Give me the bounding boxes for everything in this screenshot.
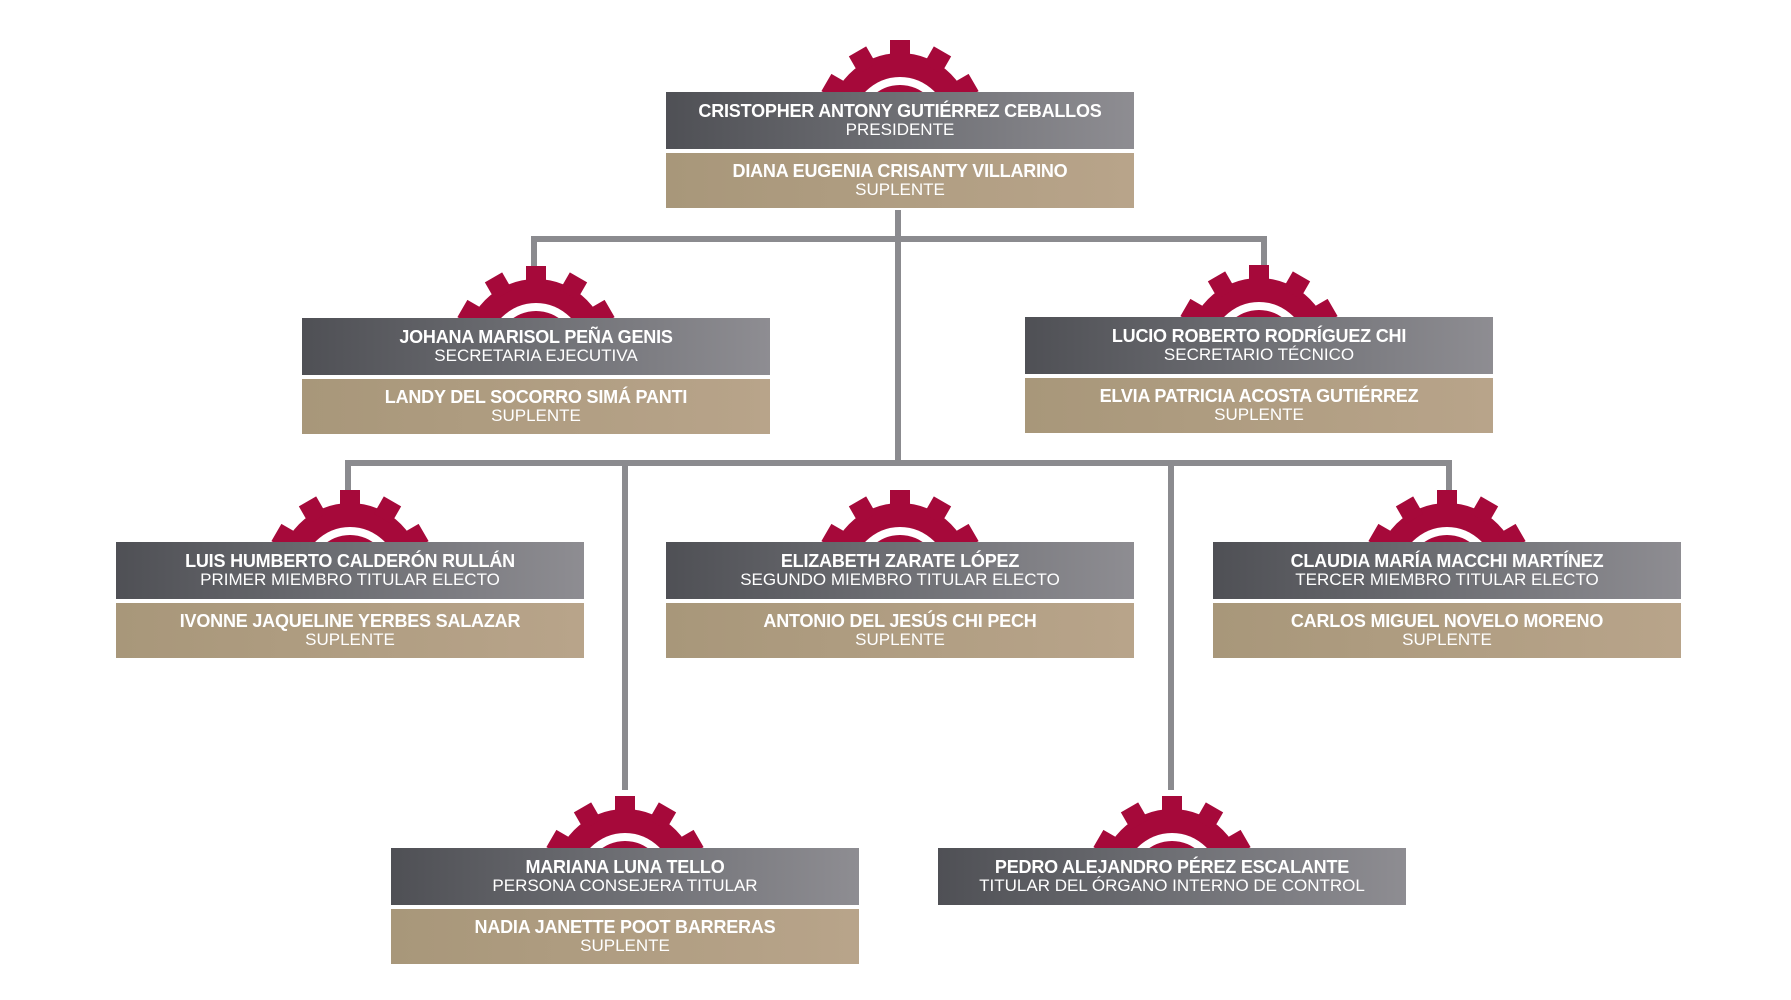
titular-role: SECRETARIO TÉCNICO bbox=[1163, 345, 1355, 364]
alternate-name: IVONNE JAQUELINE YERBES SALAZAR bbox=[179, 611, 521, 631]
alternate-name: CARLOS MIGUEL NOVELO MORENO bbox=[1290, 611, 1604, 631]
connector-line bbox=[345, 460, 1452, 466]
titular-role: TITULAR DEL ÓRGANO INTERNO DE CONTROL bbox=[979, 876, 1365, 895]
connector-line bbox=[345, 460, 351, 490]
titular-name: ELIZABETH ZARATE LÓPEZ bbox=[780, 551, 1020, 571]
alternate-role: SUPLENTE bbox=[1402, 630, 1492, 649]
titular-name: MARIANA LUNA TELLO bbox=[525, 857, 725, 877]
alternate-role: SUPLENTE bbox=[855, 630, 945, 649]
alternate-name: ANTONIO DEL JESÚS CHI PECH bbox=[763, 611, 1037, 631]
alternate-role: SUPLENTE bbox=[305, 630, 395, 649]
titular-role: PRESIDENTE bbox=[845, 120, 955, 139]
alternate-name: ELVIA PATRICIA ACOSTA GUTIÉRREZ bbox=[1099, 386, 1419, 406]
alternate-role: SUPLENTE bbox=[1214, 405, 1304, 424]
titular-name: LUCIO ROBERTO RODRÍGUEZ CHI bbox=[1111, 326, 1407, 346]
connector-line bbox=[622, 460, 628, 790]
connector-line bbox=[1168, 460, 1174, 790]
connector-line bbox=[1446, 460, 1452, 490]
titular-name: PEDRO ALEJANDRO PÉREZ ESCALANTE bbox=[994, 857, 1350, 877]
titular-name: JOHANA MARISOL PEÑA GENIS bbox=[399, 327, 673, 347]
titular-role: SECRETARIA EJECUTIVA bbox=[434, 346, 638, 365]
alternate-name: LANDY DEL SOCORRO SIMÁ PANTI bbox=[384, 387, 688, 407]
connector-line bbox=[895, 210, 901, 466]
connector-line bbox=[531, 236, 1267, 242]
titular-role: TERCER MIEMBRO TITULAR ELECTO bbox=[1295, 570, 1599, 589]
connector-line bbox=[1261, 236, 1267, 266]
alternate-name: NADIA JANETTE POOT BARRERAS bbox=[474, 917, 776, 937]
alternate-role: SUPLENTE bbox=[855, 180, 945, 199]
titular-name: CRISTOPHER ANTONY GUTIÉRREZ CEBALLOS bbox=[698, 101, 1102, 121]
alternate-role: SUPLENTE bbox=[580, 936, 670, 955]
alternate-role: SUPLENTE bbox=[491, 406, 581, 425]
connector-line bbox=[531, 236, 537, 266]
alternate-name: DIANA EUGENIA CRISANTY VILLARINO bbox=[732, 161, 1068, 181]
titular-name: CLAUDIA MARÍA MACCHI MARTÍNEZ bbox=[1290, 551, 1604, 571]
titular-role: SEGUNDO MIEMBRO TITULAR ELECTO bbox=[740, 570, 1060, 589]
titular-role: PERSONA CONSEJERA TITULAR bbox=[492, 876, 758, 895]
titular-role: PRIMER MIEMBRO TITULAR ELECTO bbox=[200, 570, 500, 589]
titular-name: LUIS HUMBERTO CALDERÓN RULLÁN bbox=[185, 551, 515, 571]
